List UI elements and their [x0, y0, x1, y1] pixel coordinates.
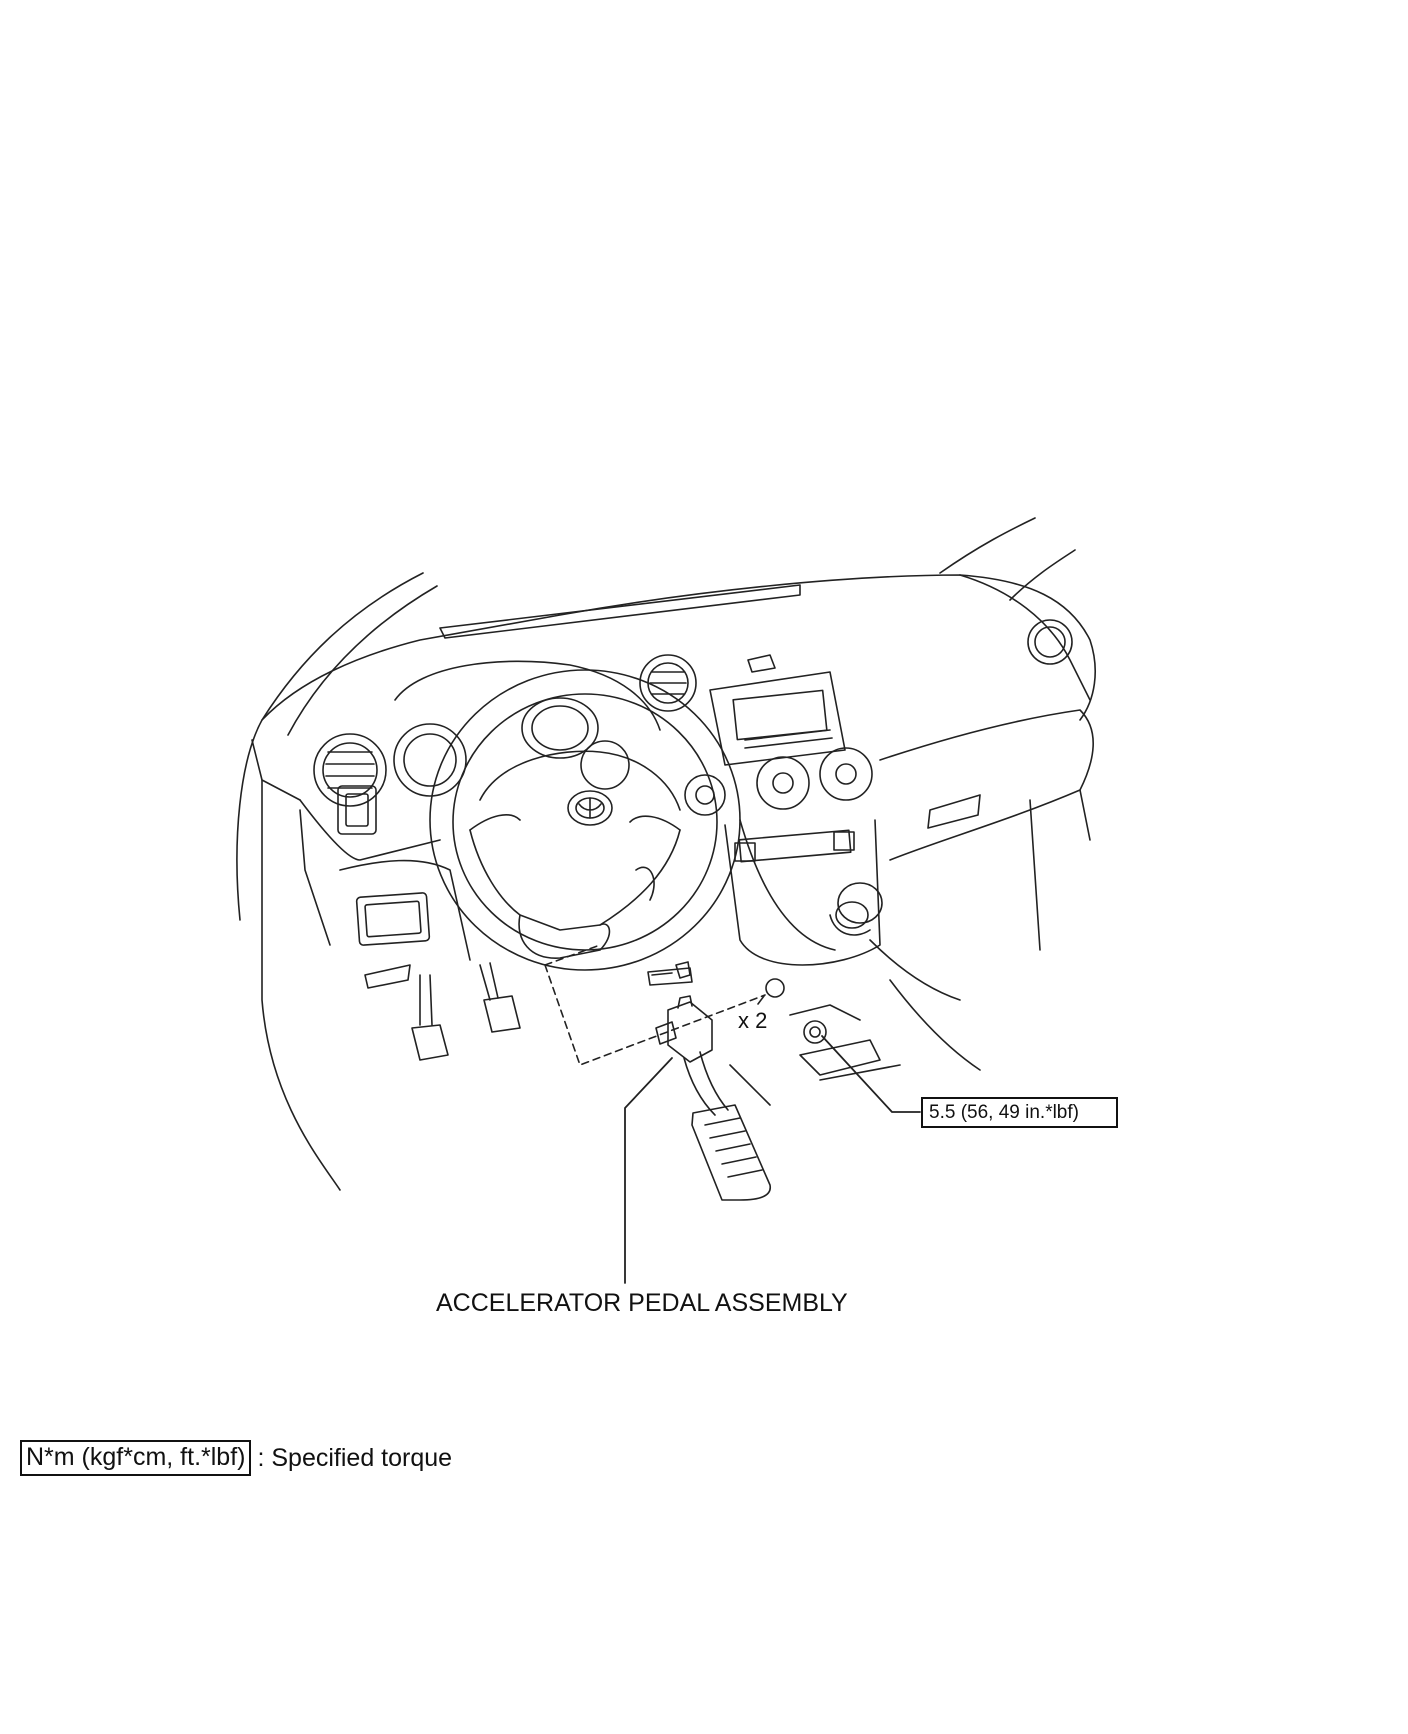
left-vent	[313, 733, 387, 835]
dashed-leaders	[544, 944, 766, 1066]
torque-spec-box: 5.5 (56, 49 in.*lbf)	[921, 1097, 1118, 1128]
part-name-label: ACCELERATOR PEDAL ASSEMBLY	[436, 1289, 848, 1317]
lower-left-dash	[261, 779, 471, 1191]
clutch-brake-pedals	[411, 962, 521, 1061]
connector-part	[647, 961, 693, 986]
right-dash	[869, 619, 1094, 1071]
accelerator-pedal	[655, 995, 771, 1201]
steering-wheel	[429, 669, 741, 971]
legend-description: : Specified torque	[257, 1443, 453, 1472]
bolt-mount	[789, 1004, 901, 1081]
quantity-label: x 2	[738, 1008, 768, 1033]
bolt	[757, 978, 785, 1005]
torque-legend: N*m (kgf*cm, ft.*lbf) : Specified torque	[20, 1440, 452, 1476]
dashboard-upper	[251, 574, 1096, 801]
legend-unit-box: N*m (kgf*cm, ft.*lbf)	[20, 1440, 252, 1476]
leader-lines	[624, 1035, 921, 1284]
instrument-cluster	[393, 660, 661, 797]
center-stack	[639, 654, 881, 966]
gear-shifter	[829, 882, 883, 936]
